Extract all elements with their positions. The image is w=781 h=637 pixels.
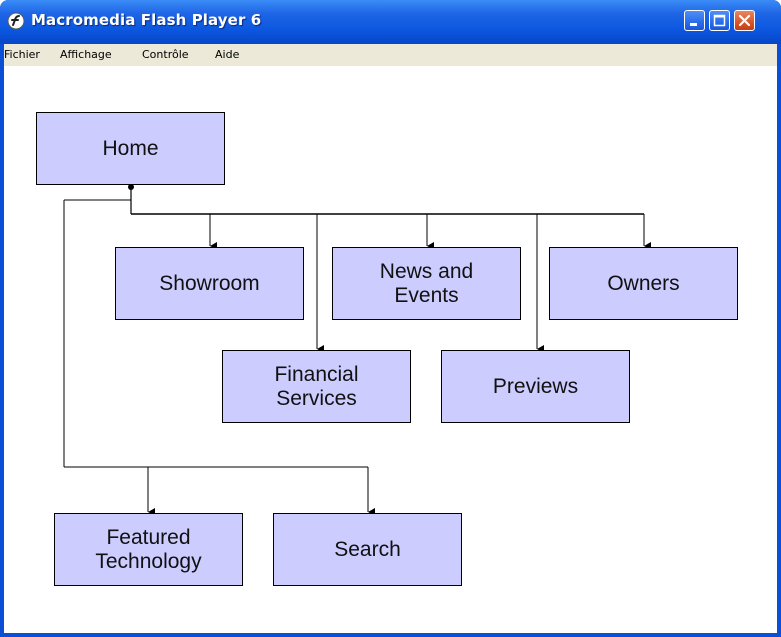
close-icon [738, 14, 751, 27]
node-featured-technology[interactable]: Featured Technology [54, 513, 243, 586]
menu-item-affichage[interactable]: Affichage [60, 48, 112, 61]
node-previews[interactable]: Previews [441, 350, 630, 423]
node-home[interactable]: Home [36, 112, 225, 185]
title-bar[interactable]: Macromedia Flash Player 6 [0, 0, 781, 44]
menu-bar: Fichier Affichage Contrôle Aide [4, 44, 777, 66]
node-owners[interactable]: Owners [549, 247, 738, 320]
window-title: Macromedia Flash Player 6 [31, 11, 262, 29]
maximize-icon [713, 14, 726, 27]
menu-item-controle[interactable]: Contrôle [142, 48, 189, 61]
node-showroom[interactable]: Showroom [115, 247, 304, 320]
flash-stage: Home Showroom News and Events Owners Fin… [4, 66, 777, 633]
node-news-and-events[interactable]: News and Events [332, 247, 521, 320]
flash-player-icon [7, 12, 25, 30]
maximize-button[interactable] [709, 10, 730, 31]
menu-item-aide[interactable]: Aide [215, 48, 240, 61]
node-financial-services[interactable]: Financial Services [222, 350, 411, 423]
node-search[interactable]: Search [273, 513, 462, 586]
minimize-icon [690, 23, 697, 26]
sitemap-connectors [63, 184, 651, 516]
minimize-button[interactable] [684, 10, 705, 31]
close-button[interactable] [734, 10, 755, 31]
client-area: Fichier Affichage Contrôle Aide [4, 44, 777, 633]
menu-item-fichier[interactable]: Fichier [4, 48, 40, 61]
